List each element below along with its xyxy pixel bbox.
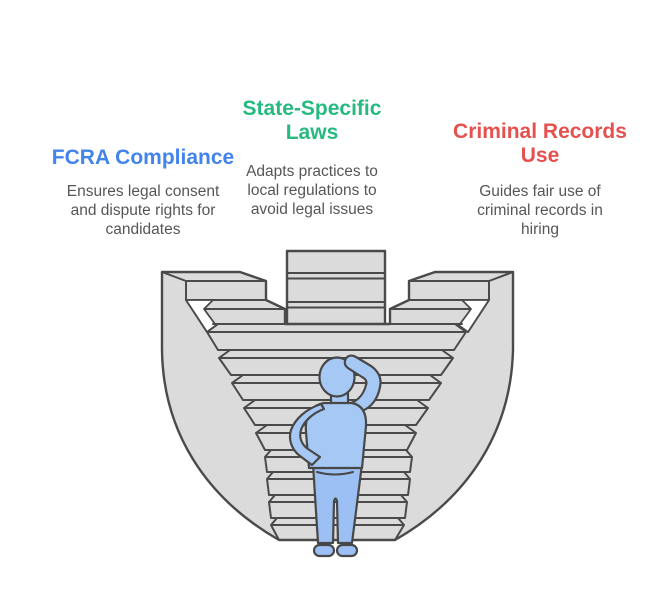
right-foot — [335, 543, 359, 558]
concept-title-criminal-records: Criminal Records Use — [453, 120, 627, 167]
akimbo-arm-hand-on-hip — [288, 402, 326, 467]
concept-description-fcra: Ensures legal consent and dispute rights… — [66, 183, 220, 238]
concept-title-fcra: FCRA Compliance — [51, 146, 235, 169]
concept-description-state-laws: Adapts practices to local regulations to… — [246, 163, 378, 218]
waist-line — [316, 471, 354, 476]
left-wing-steps — [161, 271, 286, 333]
concept-column-fcra: FCRA Compliance Ensures legal consent an… — [48, 146, 238, 239]
raised-arm-hand-on-head — [343, 354, 382, 413]
center-tower — [285, 249, 387, 328]
concept-column-criminal-records: Criminal Records Use Guides fair use of … — [445, 120, 635, 239]
left-foot — [312, 543, 336, 558]
pants-legs — [311, 462, 364, 545]
person-figure — [288, 354, 382, 558]
concept-title-state-laws: State-Specific Laws — [242, 97, 382, 144]
concept-description-criminal-records: Guides fair use of criminal records in h… — [477, 183, 603, 238]
concept-column-state-laws: State-Specific Laws Adapts practices to … — [227, 97, 397, 219]
right-wing-steps — [389, 271, 514, 333]
